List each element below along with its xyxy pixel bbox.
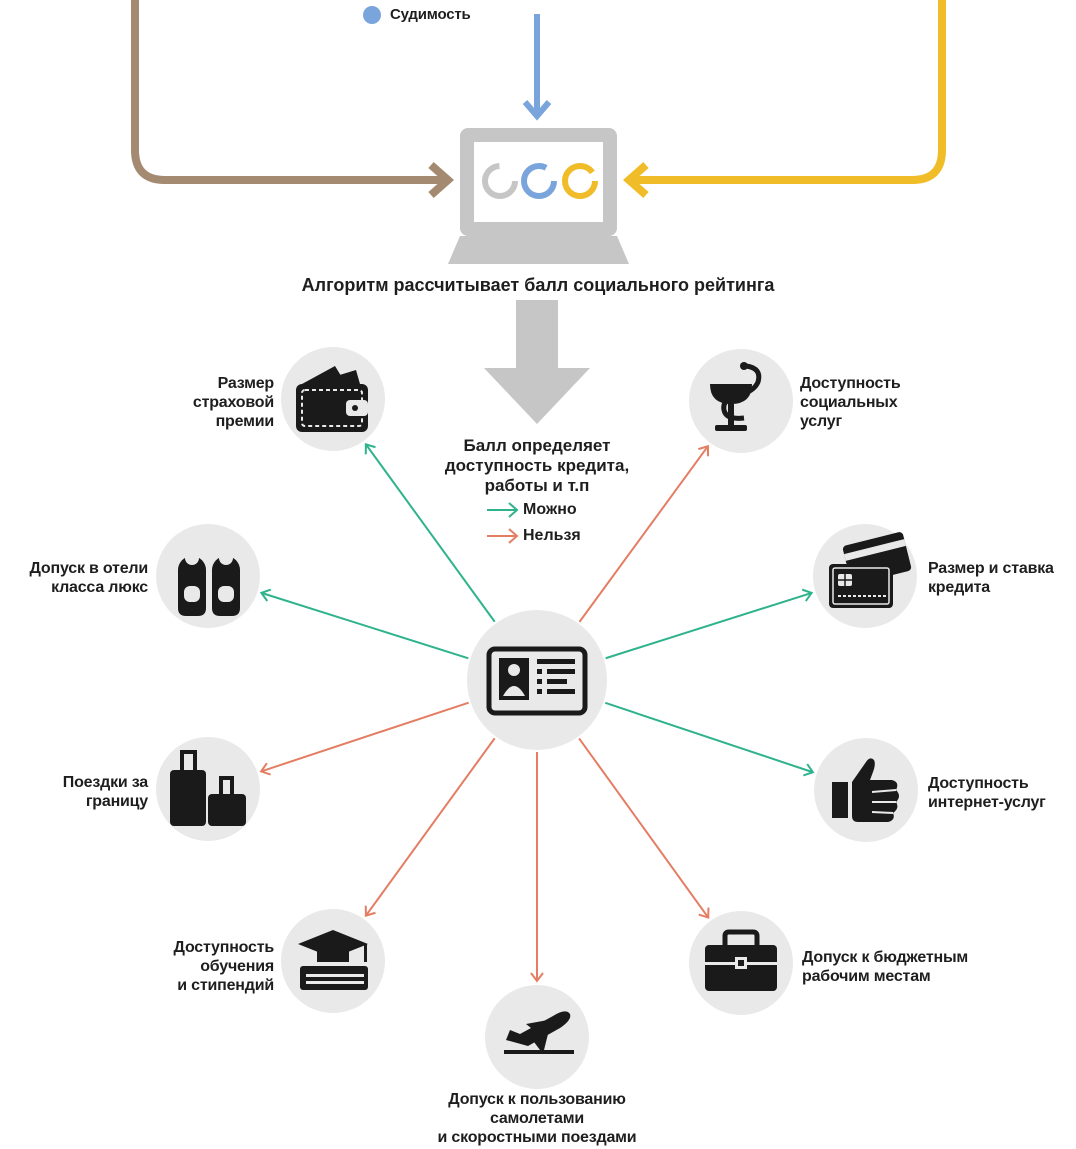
- legend-forbidden-arrow: [487, 528, 519, 544]
- thumbs-up-icon: [832, 758, 899, 822]
- node-insurance: [281, 347, 385, 451]
- label-line: премии: [215, 413, 275, 430]
- label-line: интернет-услуг: [928, 794, 1046, 811]
- label-line: Размер и ставка: [928, 560, 1054, 577]
- top-legend-dot: [363, 6, 381, 24]
- score-line-2: доступность кредита,: [444, 456, 630, 475]
- connection-arrows: [259, 442, 815, 983]
- center-node: [467, 610, 607, 750]
- label-line: Доступность: [800, 375, 901, 392]
- label-line: социальных: [800, 394, 898, 411]
- label-line: Доступность: [173, 939, 275, 956]
- briefcase-icon: [705, 929, 777, 991]
- label-line: класса люкс: [51, 579, 148, 596]
- brown-arrowhead: [428, 162, 455, 198]
- label-social: Доступность социальных услуг: [800, 374, 950, 431]
- label-transport: Допуск к пользованию самолетами и скорос…: [387, 1090, 687, 1147]
- arrow-jobs: [578, 737, 710, 919]
- blue-arrowhead: [522, 100, 552, 121]
- brown-input-flow: [131, 0, 445, 184]
- legend-allowed-label: Можно: [523, 501, 577, 518]
- node-transport: [485, 985, 589, 1089]
- label-line: и стипендий: [177, 977, 274, 994]
- top-legend-label: Судимость: [390, 6, 471, 23]
- computer-icon: [448, 128, 629, 264]
- wallet-icon: [296, 366, 368, 432]
- label-line: и скоростными поездами: [437, 1129, 637, 1146]
- score-line-3: работы и т.п: [484, 476, 590, 495]
- label-line: Размер: [217, 375, 275, 392]
- arrow-education: [364, 737, 496, 918]
- label-line: Допуск к бюджетным: [802, 949, 969, 966]
- node-education: [281, 909, 385, 1013]
- score-line-1: Балл определяет: [463, 436, 611, 455]
- big-down-arrow: [484, 300, 590, 424]
- label-line: кредита: [928, 579, 991, 596]
- node-credit: [813, 524, 917, 628]
- label-line: Допуск в отели: [29, 560, 149, 577]
- score-description: Балл определяет доступность кредита, раб…: [390, 436, 684, 496]
- label-credit: Размер и ставка кредита: [928, 559, 1074, 597]
- legend-forbidden-label: Нельзя: [523, 527, 581, 544]
- node-hotels: [156, 524, 260, 628]
- graduation-cap-icon: [298, 930, 368, 990]
- node-social: [689, 349, 793, 453]
- label-line: самолетами: [489, 1110, 585, 1127]
- label-line: услуг: [800, 413, 842, 430]
- label-insurance: Размер страховой премии: [140, 374, 274, 431]
- label-education: Доступность обучения и стипендий: [120, 938, 275, 995]
- node-jobs: [689, 911, 793, 1015]
- credit-card-icon: [829, 532, 912, 608]
- arrow-internet: [604, 701, 815, 777]
- label-line: Допуск к пользованию: [448, 1091, 626, 1108]
- arrow-credit: [605, 588, 814, 660]
- airplane-icon: [504, 1011, 574, 1054]
- luggage-icon: [170, 750, 246, 826]
- node-travel: [156, 737, 260, 841]
- id-card-icon: [486, 646, 588, 716]
- label-line: обучения: [200, 958, 274, 975]
- node-internet: [814, 738, 918, 842]
- legend-allowed-arrow: [487, 502, 519, 518]
- medicine-icon: [710, 362, 762, 431]
- label-line: Доступность: [928, 775, 1029, 792]
- arrow-travel: [259, 701, 469, 776]
- label-hotels: Допуск в отели класса люкс: [4, 559, 149, 597]
- algorithm-title: Алгоритм рассчитывает балл социального р…: [301, 275, 775, 295]
- label-line: рабочим местам: [802, 968, 931, 985]
- arrow-hotels: [259, 588, 469, 660]
- label-jobs: Допуск к бюджетным рабочим местам: [802, 948, 1002, 986]
- yellow-input-flow: [632, 0, 946, 184]
- label-travel: Поездки за границу: [20, 773, 148, 811]
- yellow-arrowhead: [622, 162, 649, 198]
- arrow-social: [578, 444, 710, 623]
- door-hanger-icon: [178, 551, 240, 616]
- label-internet: Доступность интернет-услуг: [928, 774, 1074, 812]
- label-line: Поездки за: [62, 774, 148, 791]
- arrow-insurance: [364, 442, 496, 623]
- label-line: страховой: [192, 394, 274, 411]
- label-line: границу: [85, 793, 148, 810]
